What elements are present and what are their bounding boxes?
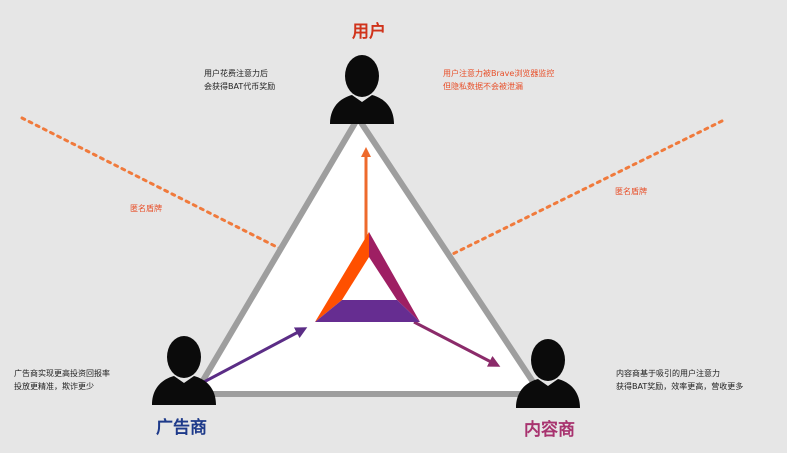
arrow-from-advertiser [201,327,308,385]
arrow-to-publisher [413,320,501,367]
bat-logo-icon [315,232,420,322]
publisher-label: 内容商 [524,420,575,440]
user-privacy-line-1: 用户注意力被Brave浏览器监控 [443,69,555,78]
bat-logo-orange-face [315,232,369,322]
bat-logo-magenta-face [369,232,420,322]
advertiser-benefit-line-2: 投放更精准，欺诈更少 [14,382,94,391]
anonymity-shield-right-label: 匿名盾牌 [615,187,647,196]
person-silhouette-icon-publisher [516,339,580,408]
user-label: 用户 [352,22,386,42]
user-reward-line-1: 用户花费注意力后 [204,69,268,78]
person-silhouette-icon-advertiser [152,336,216,405]
advertiser-benefit-note: 广告商实现更高投资回报率 投放更精准，欺诈更少 [14,367,110,393]
user-reward-note: 用户花费注意力后 会获得BAT代币奖励 [204,67,275,93]
user-reward-line-2: 会获得BAT代币奖励 [204,82,276,91]
anonymity-shield-left-label: 匿名盾牌 [130,204,162,213]
publisher-benefit-note: 内容商基于吸引的用户注意力 获得BAT奖励，效率更高，营收更多 [616,367,743,393]
publisher-benefit-line-2: 获得BAT奖励，效率更高，营收更多 [616,382,744,391]
publisher-benefit-line-1: 内容商基于吸引的用户注意力 [616,369,720,378]
advertiser-label: 广告商 [156,418,207,438]
bat-logo-purple-face [315,300,420,322]
user-privacy-line-2: 但隐私数据不会被泄漏 [443,82,523,91]
person-silhouette-icon-user [330,55,394,124]
advertiser-benefit-line-1: 广告商实现更高投资回报率 [14,369,110,378]
user-privacy-note: 用户注意力被Brave浏览器监控 但隐私数据不会被泄漏 [443,67,554,93]
